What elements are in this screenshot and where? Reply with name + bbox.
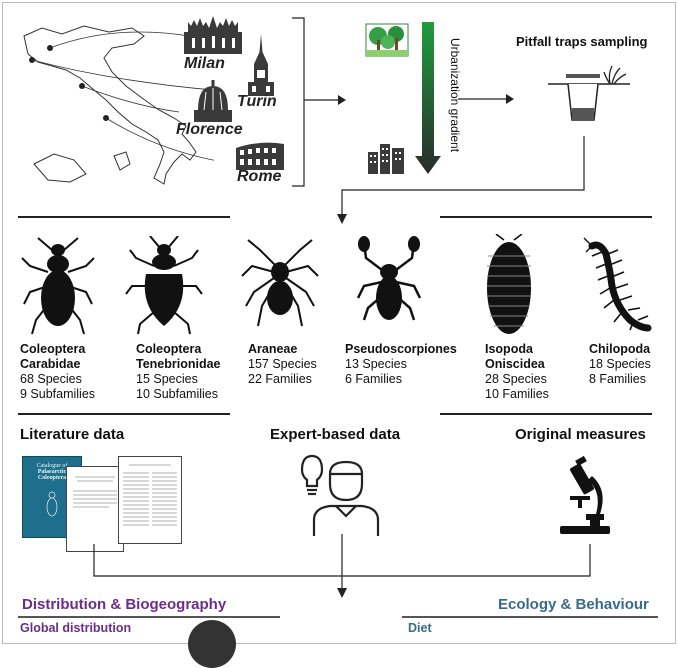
taxon-species: 68 Species (20, 372, 82, 386)
catalogue-title-line2: Palaearctic Coleoptera (37, 469, 67, 481)
florence-duomo-icon (194, 80, 232, 122)
taxon-order: Coleoptera (20, 342, 86, 356)
city-label-turin: Turin (237, 93, 277, 110)
taxon-species: 15 Species (136, 372, 198, 386)
taxon-order: Araneae (248, 342, 298, 356)
taxon-tenebrionidae: Coleoptera Tenebrionidae 15 Species 10 S… (136, 342, 221, 402)
global-distribution-label: Global distribution (20, 621, 132, 635)
taxon-species: 28 Species (485, 372, 547, 386)
tenebrionidae-beetle-icon (125, 236, 203, 335)
beetle-drawing-icon (46, 491, 58, 517)
taxon-order: Isopoda (485, 342, 533, 356)
mole-antonelliana-icon (248, 34, 274, 96)
taxon-chilopoda: Chilopoda 18 Species 8 Families (589, 342, 651, 387)
taxon-family: Oniscidea (485, 357, 545, 371)
taxon-species: 157 Species (248, 357, 317, 371)
park-icon (365, 23, 409, 57)
taxon-order: Pseudoscorpiones (345, 342, 457, 356)
taxa-top-line-right (440, 216, 652, 218)
distribution-biogeography-heading: Distribution & Biogeography (22, 596, 227, 613)
globe-icon (188, 620, 236, 668)
pseudoscorpion-icon (356, 236, 422, 321)
ecology-underline (402, 616, 658, 618)
taxon-subgroups: 6 Families (345, 372, 402, 386)
taxon-subgroups: 22 Families (248, 372, 312, 386)
taxa-top-line-left (18, 216, 230, 218)
taxon-family: Carabidae (20, 357, 81, 371)
expert-person-icon (300, 454, 380, 536)
sources-connector (93, 534, 591, 598)
spider-icon (241, 239, 319, 327)
carabidae-beetle-icon (21, 237, 95, 335)
colosseum-icon (236, 142, 284, 170)
literature-data-heading: Literature data (20, 426, 125, 443)
taxon-subgroups: 8 Families (589, 372, 646, 386)
city-label-rome: Rome (237, 168, 282, 185)
taxon-oniscidea: Isopoda Oniscidea 28 Species 10 Families (485, 342, 549, 402)
paper-page-2 (118, 456, 182, 544)
paper-page-1 (66, 466, 124, 552)
original-measures-heading: Original measures (515, 426, 646, 443)
taxon-pseudoscorpiones: Pseudoscorpiones 13 Species 6 Families (345, 342, 457, 387)
pitfall-traps-label: Pitfall traps sampling (516, 34, 648, 49)
pitfall-trap-icon (548, 65, 630, 121)
city-label-florence: Florence (176, 121, 243, 138)
chilopoda-centipede-icon (583, 237, 652, 332)
taxa-bottom-line-right (440, 413, 652, 415)
city-buildings-icon (368, 144, 404, 174)
map-bracket-arrow (292, 17, 346, 187)
urbanization-gradient-arrow (415, 22, 441, 174)
trap-to-taxa-connector (337, 136, 585, 224)
taxon-araneae: Araneae 157 Species 22 Families (248, 342, 317, 387)
ecology-behaviour-heading: Ecology & Behaviour (498, 596, 649, 613)
taxon-subgroups: 9 Subfamilies (20, 387, 96, 401)
milan-cathedral-icon (184, 16, 242, 54)
taxon-order: Chilopoda (589, 342, 651, 356)
italy-map (23, 25, 214, 185)
taxon-subgroups: 10 Subfamilies (136, 387, 218, 401)
city-label-milan: Milan (184, 55, 225, 72)
distribution-underline (18, 616, 280, 618)
diet-label: Diet (408, 621, 432, 635)
isopod-icon (487, 234, 531, 334)
taxon-family: Tenebrionidae (136, 357, 221, 371)
microscope-icon (560, 456, 610, 534)
taxa-bottom-line-left (18, 413, 230, 415)
taxon-species: 13 Species (345, 357, 407, 371)
taxon-order: Coleoptera (136, 342, 202, 356)
taxon-subgroups: 10 Families (485, 387, 549, 401)
taxon-species: 18 Species (589, 357, 651, 371)
expert-data-heading: Expert-based data (270, 426, 401, 443)
taxon-carabidae: Coleoptera Carabidae 68 Species 9 Subfam… (20, 342, 95, 402)
gradient-to-trap-arrow (458, 94, 514, 104)
catalogue-title-line1: Catalogue of (36, 463, 68, 469)
